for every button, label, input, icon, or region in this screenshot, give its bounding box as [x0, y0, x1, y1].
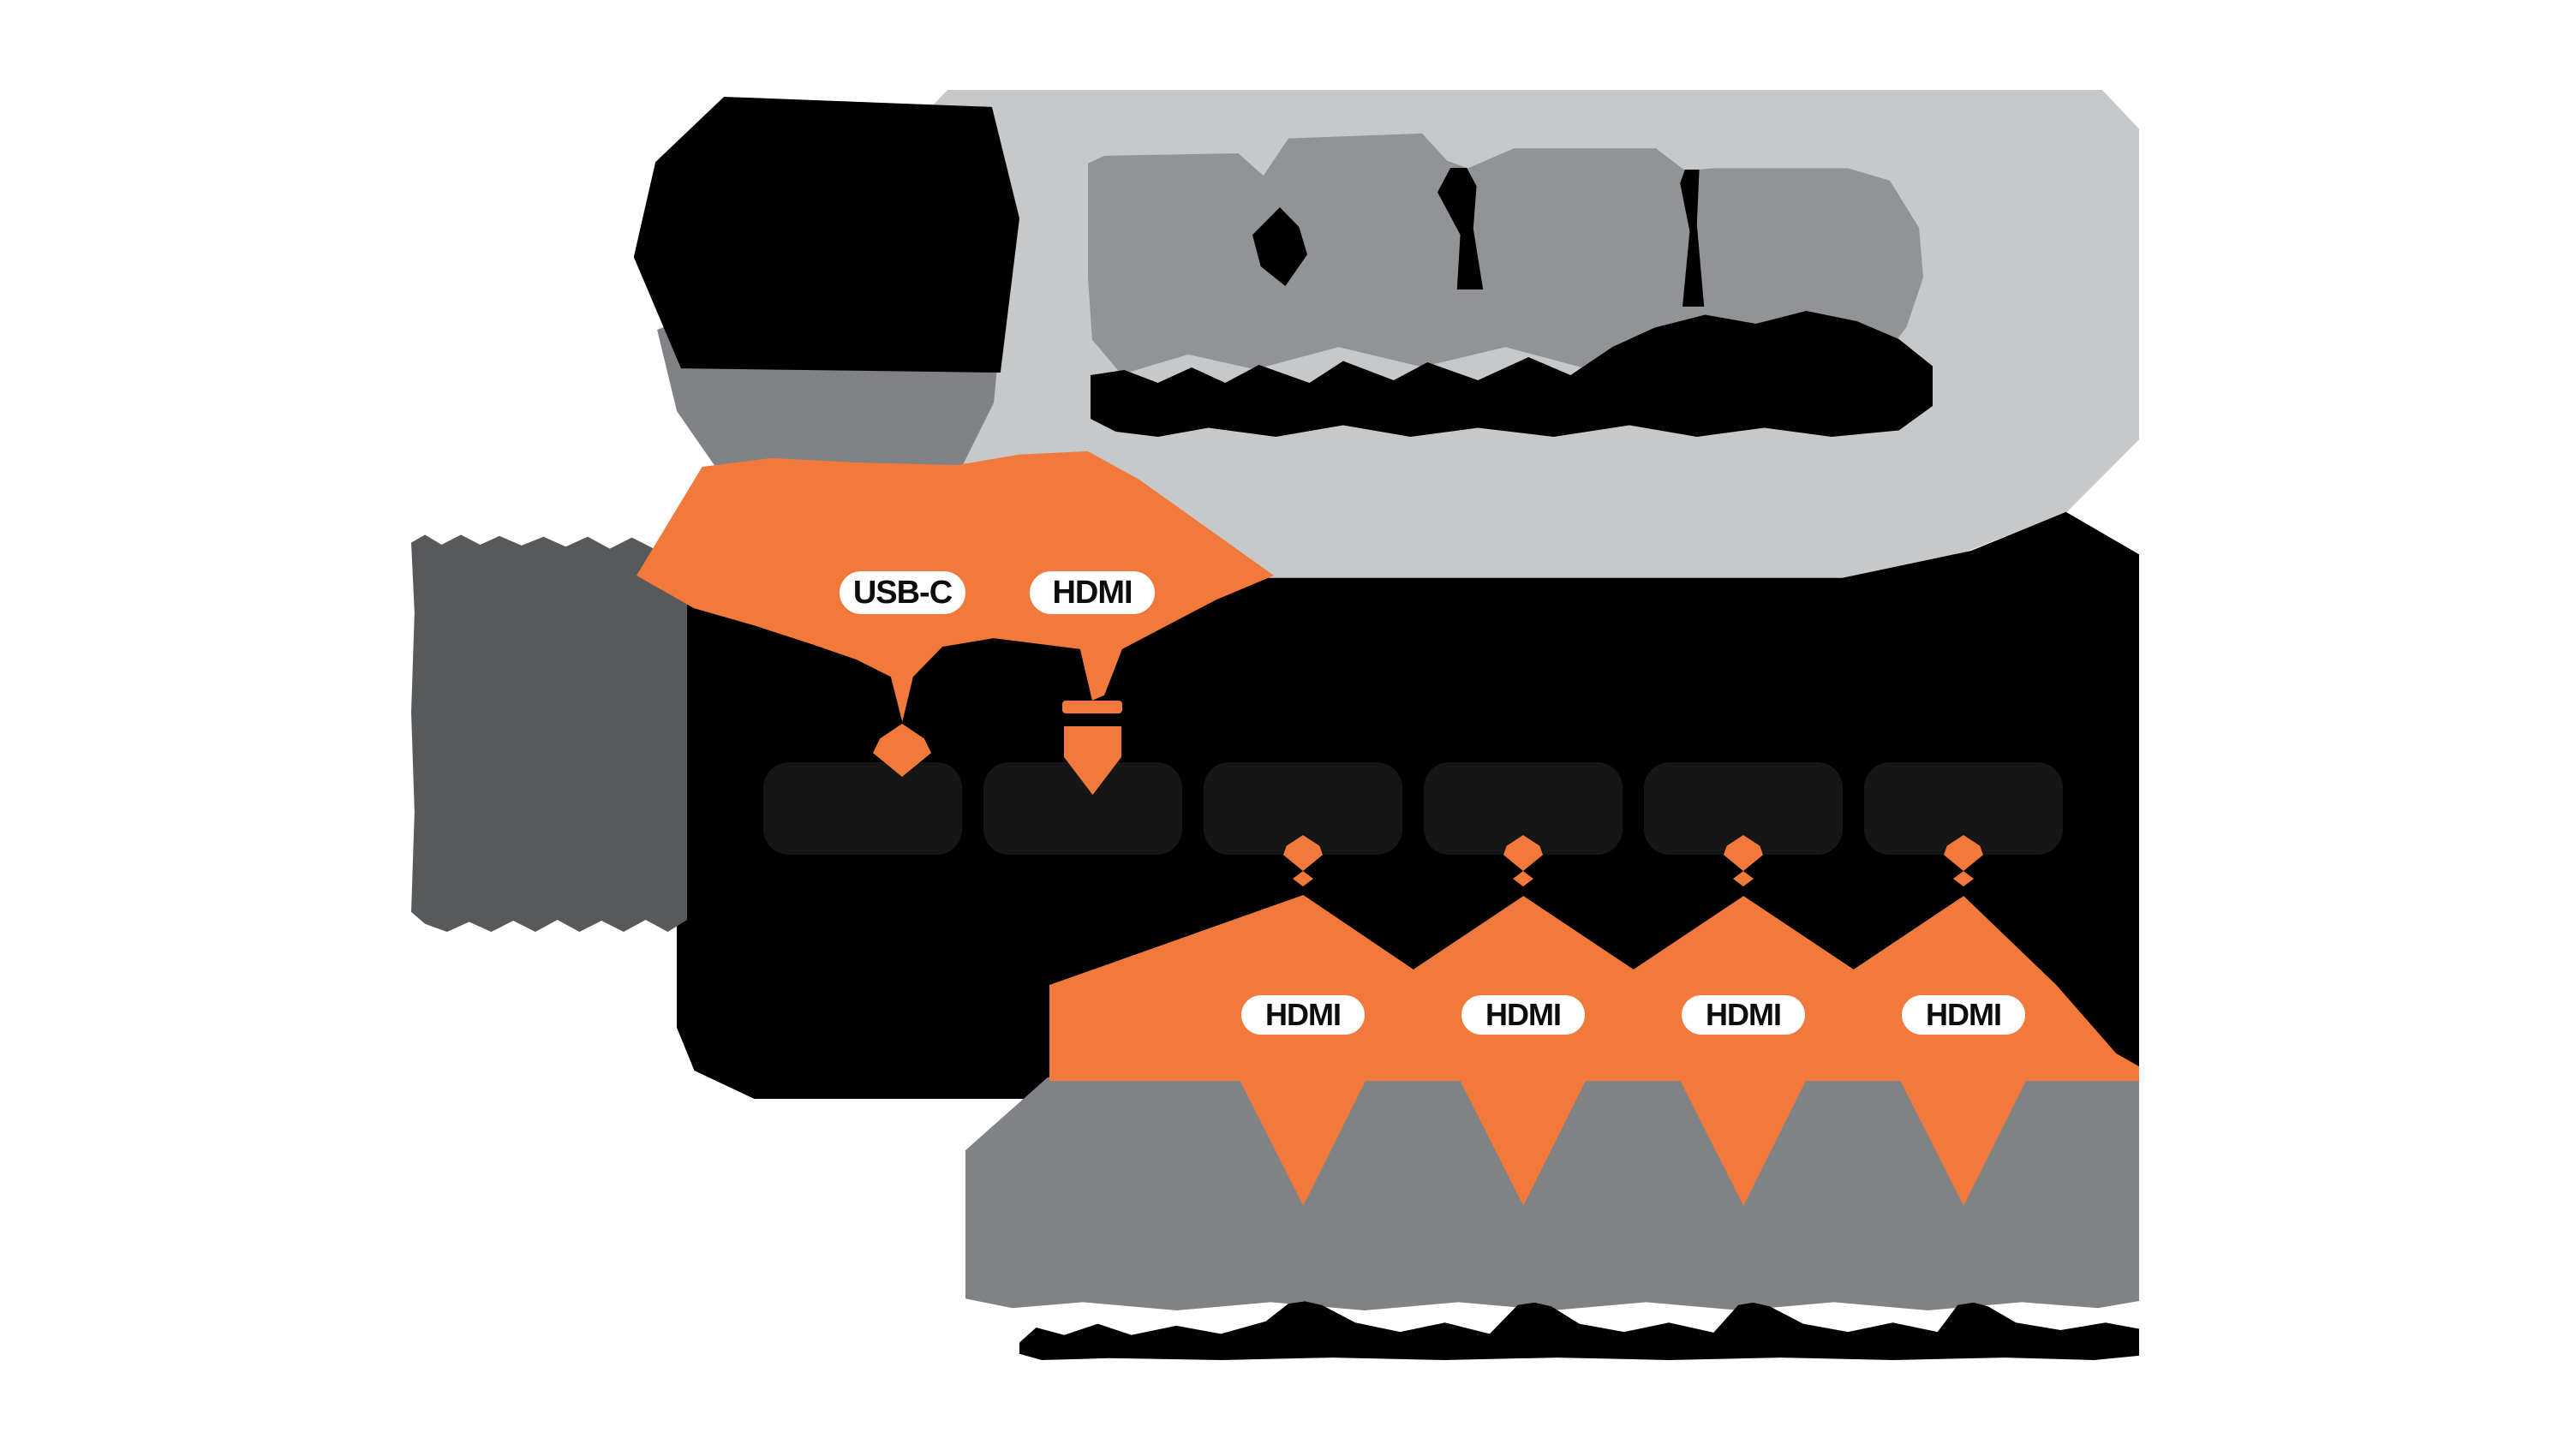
output-connector-tip-icon-1	[1293, 871, 1313, 886]
hdmi-output-pill-3: HDMI	[1682, 995, 1805, 1035]
hdmi-output-pill-2: HDMI	[1461, 995, 1585, 1035]
hdmi-output-label-1: HDMI	[1265, 997, 1342, 1032]
hdmi-output-label-3: HDMI	[1706, 997, 1782, 1032]
hdmi-input-label-pill: HDMI	[1030, 571, 1155, 614]
output-connector-tip-icon-3	[1733, 871, 1754, 886]
hdmi-input-label: HDMI	[1052, 574, 1133, 611]
output-connector-tip-icon-2	[1513, 871, 1533, 886]
output-connector-tip-icon-4	[1953, 871, 1974, 886]
hdmi-output-label-2: HDMI	[1485, 997, 1562, 1032]
hdmi-output-label-4: HDMI	[1926, 997, 2002, 1032]
device-port-1	[763, 762, 962, 855]
hdmi-output-pill-1: HDMI	[1241, 995, 1365, 1035]
left-annotation-text-blob	[411, 534, 687, 932]
laptop-screen	[633, 96, 1019, 373]
hdmi-connector-bar-icon	[1062, 701, 1122, 713]
hdmi-output-pill-4: HDMI	[1902, 995, 2025, 1035]
usbc-label-pill: USB-C	[840, 571, 965, 614]
usbc-label: USB-C	[852, 574, 953, 611]
